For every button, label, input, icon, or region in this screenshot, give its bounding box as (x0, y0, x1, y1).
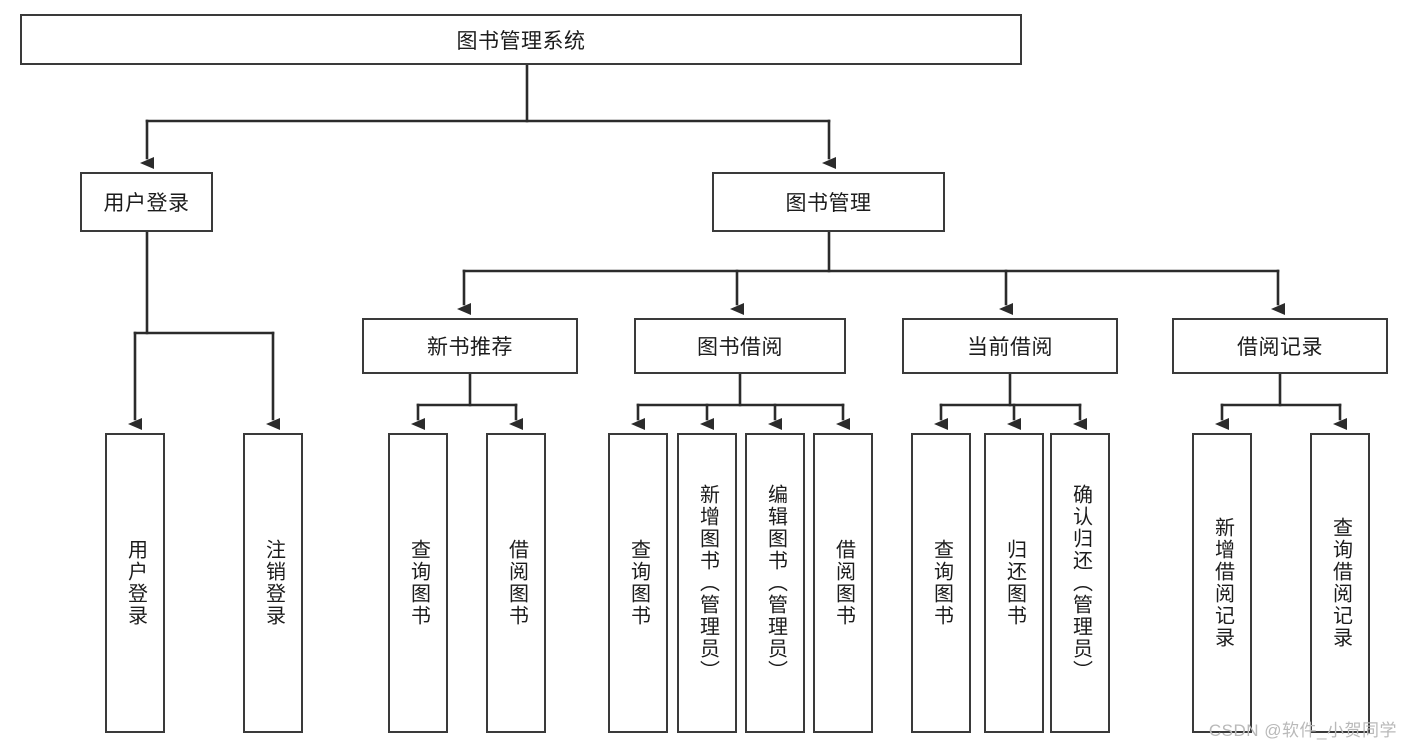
node-book-borrow[interactable]: 图书借阅 (634, 318, 846, 374)
node-borrow-record[interactable]: 借阅记录 (1172, 318, 1388, 374)
leaf-node-leaf-add-book[interactable]: 新增图书（管理员） (677, 433, 737, 733)
node-label: 用户登录 (103, 192, 190, 215)
node-root[interactable]: 图书管理系统 (20, 14, 1022, 65)
node-label: 图书管理 (785, 192, 872, 215)
leaf-node-leaf-query-book-1[interactable]: 查询图书 (388, 433, 448, 733)
leaf-node-label: 新增图书（管理员） (696, 484, 719, 682)
node-user-login[interactable]: 用户登录 (80, 172, 213, 232)
leaf-node-label: 借阅图书 (505, 539, 528, 627)
node-label: 图书借阅 (697, 336, 783, 359)
watermark: CSDN @软件_小贺同学 (1208, 721, 1397, 740)
leaf-node-leaf-confirm-return[interactable]: 确认归还（管理员） (1050, 433, 1110, 733)
leaf-node-label: 查询借阅记录 (1329, 517, 1352, 649)
node-book-manage[interactable]: 图书管理 (712, 172, 945, 232)
leaf-node-label: 查询图书 (930, 539, 953, 627)
leaf-node-label: 查询图书 (407, 539, 430, 627)
leaf-node-label: 确认归还（管理员） (1069, 484, 1092, 682)
leaf-node-leaf-query-record[interactable]: 查询借阅记录 (1310, 433, 1370, 733)
leaf-node-leaf-borrow-book-1[interactable]: 借阅图书 (486, 433, 546, 733)
node-new-book-recommend[interactable]: 新书推荐 (362, 318, 578, 374)
leaf-node-leaf-user-logout[interactable]: 注销登录 (243, 433, 303, 733)
leaf-node-leaf-query-book-2[interactable]: 查询图书 (608, 433, 668, 733)
leaf-node-label: 编辑图书（管理员） (764, 484, 787, 682)
node-label: 借阅记录 (1237, 336, 1323, 359)
leaf-node-label: 归还图书 (1003, 539, 1026, 627)
leaf-node-label: 注销登录 (262, 539, 285, 627)
leaf-node-leaf-query-book-3[interactable]: 查询图书 (911, 433, 971, 733)
node-label: 当前借阅 (967, 336, 1053, 359)
leaf-node-label: 借阅图书 (832, 539, 855, 627)
leaf-node-leaf-user-login[interactable]: 用户登录 (105, 433, 165, 733)
leaf-node-label: 用户登录 (124, 539, 147, 627)
node-current-borrow[interactable]: 当前借阅 (902, 318, 1118, 374)
leaf-node-label: 新增借阅记录 (1211, 517, 1234, 649)
node-root-label: 图书管理系统 (456, 29, 586, 53)
leaf-node-leaf-add-record[interactable]: 新增借阅记录 (1192, 433, 1252, 733)
node-label: 新书推荐 (427, 336, 513, 359)
leaf-node-leaf-return-book[interactable]: 归还图书 (984, 433, 1044, 733)
leaf-node-leaf-edit-book[interactable]: 编辑图书（管理员） (745, 433, 805, 733)
leaf-node-leaf-borrow-book-2[interactable]: 借阅图书 (813, 433, 873, 733)
leaf-node-label: 查询图书 (627, 539, 650, 627)
